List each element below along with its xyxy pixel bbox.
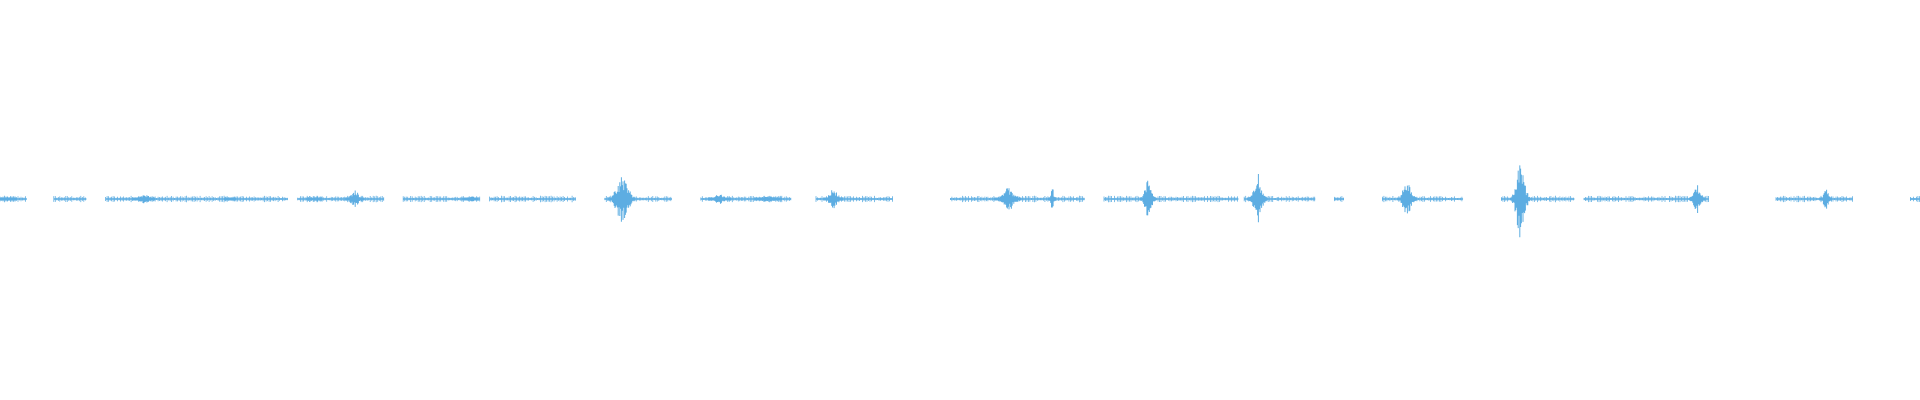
waveform-burst xyxy=(608,177,636,222)
waveform-noise xyxy=(1334,196,1344,202)
waveform-burst xyxy=(994,188,1022,210)
waveform-noise xyxy=(1910,196,1920,202)
waveform-burst-layer xyxy=(0,165,1832,238)
waveform-burst xyxy=(1510,165,1531,238)
waveform-burst xyxy=(224,197,237,201)
waveform-noise xyxy=(489,195,576,203)
waveform-burst xyxy=(708,194,732,204)
waveform-burst xyxy=(132,195,156,204)
waveform-burst xyxy=(823,190,844,209)
waveform-burst xyxy=(345,190,365,207)
waveform-burst xyxy=(1047,189,1056,208)
waveform-burst xyxy=(462,196,479,202)
waveform-burst xyxy=(1819,189,1832,209)
waveform-noise xyxy=(53,195,86,203)
waveform-burst xyxy=(1397,185,1418,214)
waveform-noise-layer xyxy=(0,195,1920,203)
waveform-burst xyxy=(1247,174,1268,223)
waveform-burst xyxy=(1140,180,1157,216)
waveform-burst xyxy=(754,195,782,203)
waveform-burst xyxy=(1689,185,1706,213)
waveform-burst xyxy=(0,196,17,201)
